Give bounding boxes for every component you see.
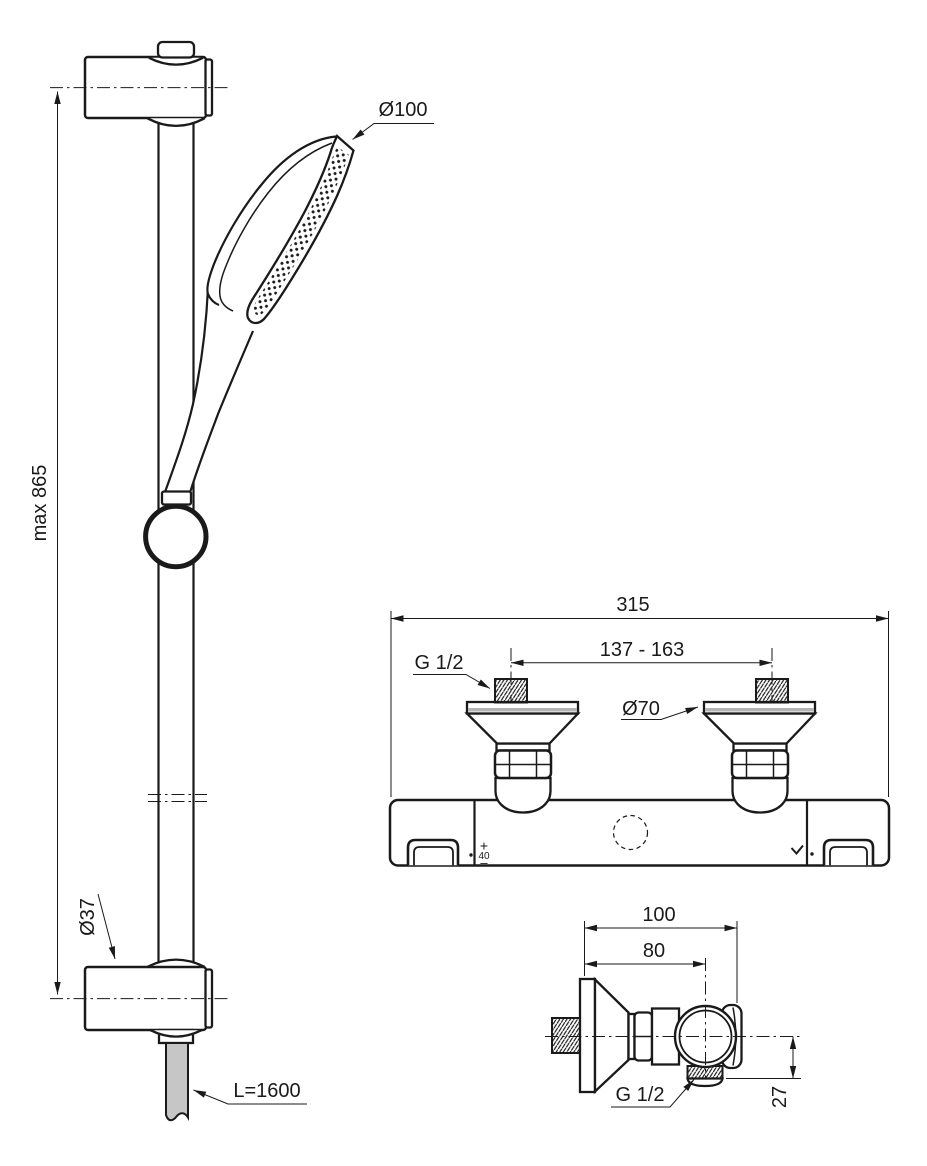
shower-hose [165, 1042, 189, 1122]
axis-depth-label: 80 [643, 940, 665, 962]
mixer-body: + 40 – [388, 798, 891, 870]
max-height-label: max 865 [29, 465, 51, 542]
wall-bracket-bottom [83, 958, 214, 1045]
spray-nozzles [253, 147, 349, 316]
check-mark-icon [790, 844, 804, 856]
escutcheon-cone [701, 712, 818, 745]
dimension-outlet-drop: 27 [726, 1036, 801, 1108]
index-dot-left [469, 853, 473, 857]
label-escutcheon-diameter: Ø70 [621, 698, 699, 720]
hand-shower-handle [162, 287, 255, 497]
temperature-markings: + 40 – [469, 838, 490, 870]
inlet-thread [494, 678, 528, 704]
escutcheon-flange-side [578, 977, 597, 1094]
head-back-outline [206, 135, 337, 307]
inlet-union-left [464, 678, 581, 814]
overall-width-label: 315 [616, 594, 649, 616]
dimension-overall-width: 315 [390, 594, 889, 797]
total-depth-label: 100 [642, 904, 675, 926]
escutcheon-cone [464, 712, 581, 745]
rail-slider [143, 490, 209, 570]
label-bracket-diameter: Ø37 [77, 893, 116, 960]
dimension-max-height: max 865 [29, 91, 61, 995]
label-inlet-thread: G 1/2 [413, 652, 491, 689]
escutcheon-cone-side [593, 976, 630, 1095]
label-head-diameter: Ø100 [352, 99, 434, 140]
slider-knob [143, 503, 209, 570]
hand-shower-head [206, 134, 355, 330]
rail-break-marks [148, 794, 207, 802]
bracket-diameter-label: Ø37 [77, 898, 99, 936]
escutcheon-flange [465, 700, 580, 715]
inlet-spacing-label: 137 - 163 [600, 639, 685, 661]
shower-rail-view: max 865 Ø100 Ø37 L=1600 [29, 40, 434, 1122]
escutcheon-flange [702, 700, 817, 715]
temp-minus: – [480, 855, 488, 870]
flow-handle-button [822, 838, 875, 866]
union-connector [731, 776, 789, 814]
outlet-thread [686, 1065, 724, 1088]
head-diameter-label: Ø100 [379, 99, 428, 121]
body-center-port [612, 814, 649, 851]
side-union [551, 976, 681, 1095]
head-inner-contour [219, 142, 333, 312]
label-outlet-thread: G 1/2 [611, 1079, 695, 1108]
temperature-handle-button [406, 838, 460, 866]
wall-thread [551, 1017, 581, 1054]
dimension-total-depth: 100 [584, 904, 738, 1003]
union-connector [494, 776, 552, 814]
inlet-union-right [701, 678, 818, 814]
index-dot-right [810, 852, 814, 856]
wall-bracket-top [83, 40, 214, 128]
union-nut [493, 749, 553, 780]
temp-value: 40 [478, 851, 490, 862]
dimension-axis-depth: 80 [584, 940, 706, 968]
mixer-side-view: 100 80 [545, 904, 801, 1108]
union-nut [730, 749, 790, 780]
inlet-thread-label: G 1/2 [415, 652, 464, 674]
flow-markings [790, 844, 814, 856]
outlet-thread-label: G 1/2 [616, 1084, 665, 1106]
label-hose-length: L=1600 [193, 1080, 307, 1105]
hose-length-label: L=1600 [233, 1080, 300, 1102]
inlet-thread [755, 678, 789, 704]
temp-plus: + [480, 838, 488, 854]
outlet-drop-label: 27 [769, 1086, 791, 1108]
escutcheon-diameter-label: Ø70 [622, 698, 660, 720]
mixer-front-view: 315 137 - 163 [388, 594, 891, 870]
